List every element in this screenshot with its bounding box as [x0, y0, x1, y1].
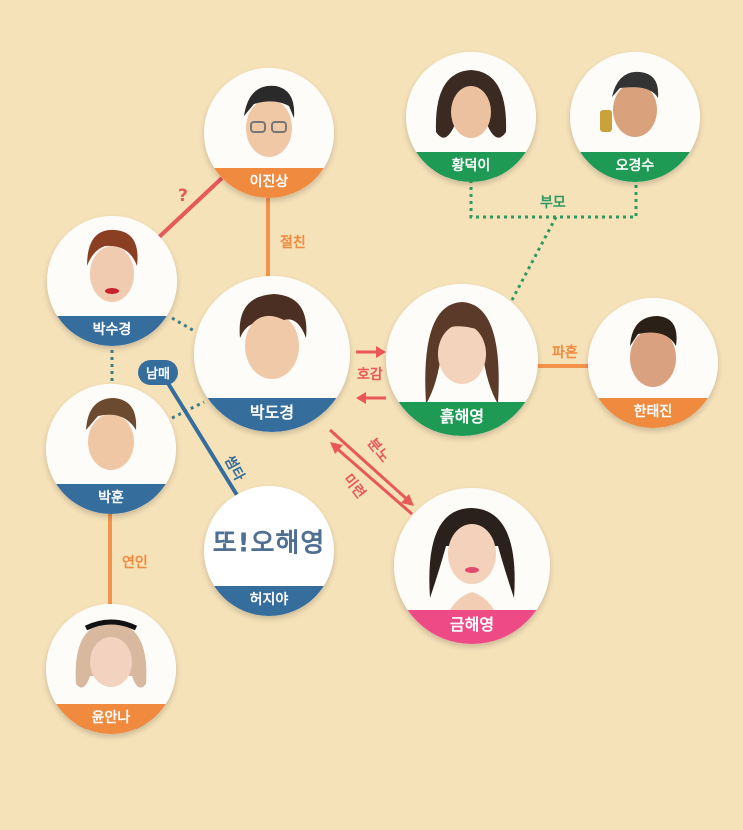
lovers-label: 연인 [122, 552, 148, 572]
character-oh-gyeongsu[interactable]: 오경수 [570, 52, 700, 182]
character-park-dogyeong[interactable]: 박도경 [194, 276, 350, 432]
show-logo: 또!오해영 [204, 522, 334, 559]
name-band: 금해영 [394, 610, 550, 644]
name-band: 박훈 [46, 484, 176, 514]
siblings-pill: 남매 [138, 360, 178, 385]
character-yun-anna[interactable]: 윤안나 [46, 604, 176, 734]
character-han-taejin[interactable]: 한태진 [588, 298, 718, 428]
name-band: 황덕이 [406, 152, 536, 182]
character-heuk-haeyoung[interactable]: 흙해영 [386, 284, 538, 436]
name-band: 한태진 [588, 398, 718, 428]
name-band: 윤안나 [46, 704, 176, 734]
character-park-sugyeong[interactable]: 박수경 [47, 216, 177, 346]
name-band: 허지야 [204, 586, 334, 616]
character-heo-jiya[interactable]: 또!오해영 허지야 [204, 486, 334, 616]
question-label: ? [178, 186, 188, 206]
name-band: 오경수 [570, 152, 700, 182]
favor-arrowhead-right [376, 346, 386, 358]
character-lee-jinsang[interactable]: 이진상 [204, 68, 334, 198]
favor-arrowhead-left [356, 392, 366, 404]
name-band: 박수경 [47, 316, 177, 346]
parents-label: 부모 [540, 192, 566, 212]
broken-engagement-label: 파혼 [552, 342, 578, 362]
favor-label: 호감 [357, 364, 383, 384]
name-band: 흙해영 [386, 402, 538, 436]
name-band: 박도경 [194, 398, 350, 432]
character-hwang-deoki[interactable]: 황덕이 [406, 52, 536, 182]
name-band: 이진상 [204, 168, 334, 198]
character-park-hun[interactable]: 박훈 [46, 384, 176, 514]
character-geum-haeyoung[interactable]: 금해영 [394, 488, 550, 644]
best-friend-label: 절친 [280, 232, 306, 252]
